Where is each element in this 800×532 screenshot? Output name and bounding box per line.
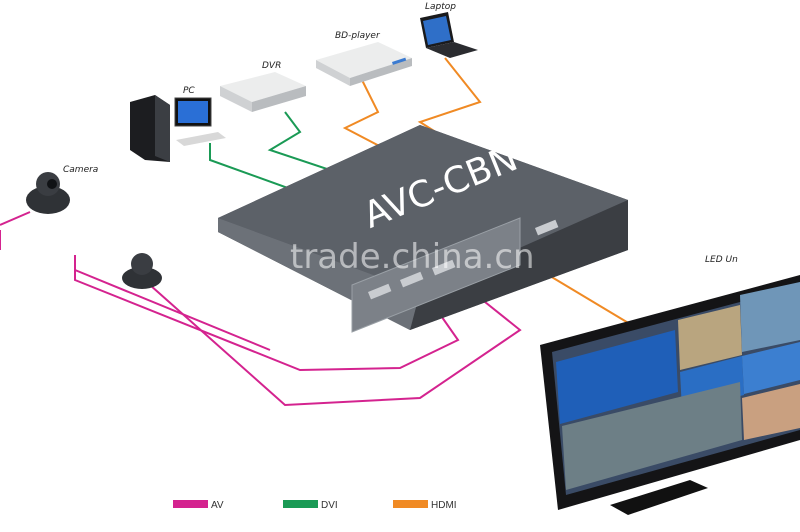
legend-item-hdmi: HDMI — [393, 500, 457, 511]
legend-label-hdmi: HDMI — [431, 500, 457, 511]
dvr-device: DVR — [220, 61, 306, 112]
input-port-2 — [400, 271, 424, 288]
screen-window-main — [562, 382, 742, 490]
legend-label-av: AV — [211, 500, 224, 511]
av-cables — [0, 211, 522, 407]
pc-label: PC — [183, 86, 195, 96]
legend: AV DVI HDMI — [173, 500, 457, 511]
laptop-label: Laptop — [425, 2, 456, 12]
camera-label: Camera — [63, 165, 98, 175]
bd-player-label: BD-player — [335, 31, 381, 41]
legend-swatch-hdmi — [393, 500, 428, 508]
led-screen: LED Un — [540, 255, 800, 515]
pc-device: PC — [130, 86, 226, 162]
output-port — [535, 219, 559, 236]
screen-window-2 — [678, 305, 742, 370]
input-port-3 — [432, 259, 456, 276]
dvr-label: DVR — [262, 61, 281, 71]
av-cable-3 — [74, 269, 271, 351]
legend-item-av: AV — [173, 500, 224, 511]
av-cable-1 — [74, 255, 460, 372]
hdmi-cable-out — [539, 269, 641, 331]
output-label: LED Un — [705, 255, 738, 265]
legend-label-dvi: DVI — [321, 500, 338, 511]
av-cable-2 — [149, 284, 522, 407]
input-port-1 — [368, 283, 392, 300]
bd-player-device: BD-player — [316, 31, 412, 86]
watermark: trade.china.cn — [290, 237, 535, 277]
screen-window-3 — [740, 282, 800, 352]
av-cable-camera — [0, 211, 31, 250]
legend-swatch-dvi — [283, 500, 318, 508]
legend-item-dvi: DVI — [283, 500, 338, 511]
screen-stand — [610, 480, 708, 515]
camera-device-2 — [122, 253, 162, 289]
screen-window-1 — [556, 330, 678, 424]
processor-chassis: AVC-CBN — [218, 125, 628, 333]
camera-device: Camera — [26, 165, 98, 214]
screen-window-5 — [742, 342, 800, 394]
laptop-device: Laptop — [420, 2, 478, 58]
legend-swatch-av — [173, 500, 208, 508]
screen-window-grid — [742, 384, 800, 440]
